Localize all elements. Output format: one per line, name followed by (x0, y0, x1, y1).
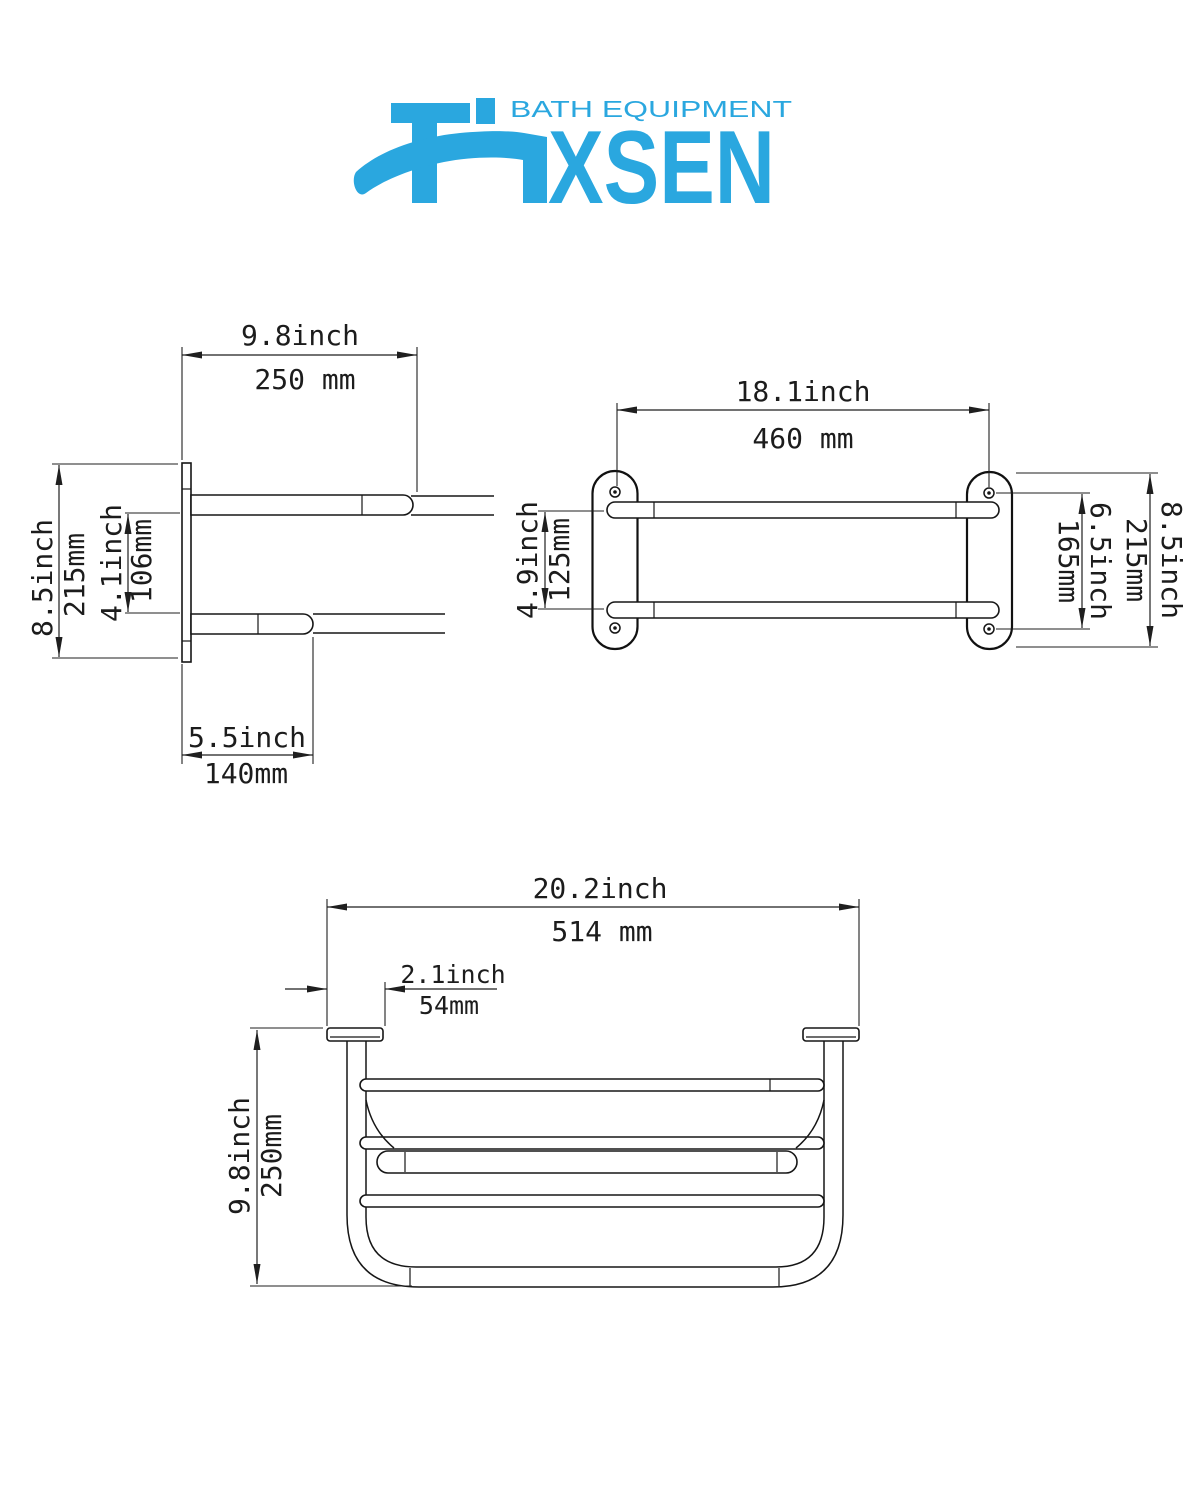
dim-front-bar-gap-inch: 4.9inch (511, 501, 544, 619)
dim-shelf-height-mm: 250mm (255, 1114, 288, 1198)
dim-side-depth-top-mm: 250 mm (254, 363, 355, 396)
dim-shelf-offset-mm: 54mm (419, 991, 479, 1020)
dim-shelf-height-inch: 9.8inch (223, 1097, 256, 1215)
dim-side-arm-gap-inch: 4.1inch (95, 504, 128, 622)
dim-side-depth-top: 9.8inch 250 mm (181, 319, 418, 492)
dim-side-arm-gap: 4.1inch 106mm (95, 504, 180, 622)
dim-shelf-width-mm: 514 mm (551, 915, 652, 948)
dim-shelf-width: 20.2inch 514 mm (326, 872, 860, 1026)
dim-front-height: 8.5inch 215mm (1016, 472, 1188, 648)
dim-front-hole-gap-inch: 6.5inch (1084, 502, 1117, 620)
dim-front-hole-gap-mm: 165mm (1052, 519, 1085, 603)
dim-side-height: 8.5inch 215mm (26, 463, 178, 659)
brand-tagline: BATH EQUIPMENT (510, 96, 792, 122)
side-view-object (181, 462, 494, 663)
dim-shelf-width-inch: 20.2inch (533, 872, 668, 905)
dim-shelf-offset: 2.1inch 54mm (285, 960, 506, 1026)
dim-side-height-mm: 215mm (58, 533, 91, 617)
front-view-drawing: 18.1inch 460 mm 4.9inch 125mm 6.5inch 16… (511, 375, 1188, 651)
dim-shelf-offset-inch: 2.1inch (400, 960, 505, 989)
brand-name-text: XSEN (548, 110, 775, 226)
dim-side-depth-lower-mm: 140mm (204, 757, 288, 790)
dim-front-bar-gap-mm: 125mm (543, 518, 576, 602)
dim-shelf-height: 9.8inch 250mm (223, 1027, 412, 1287)
front-view-object (591, 403, 1014, 651)
dim-front-width-mm: 460 mm (752, 422, 853, 455)
dim-side-arm-gap-mm: 106mm (125, 519, 158, 603)
dim-side-depth-lower-inch: 5.5inch (188, 721, 306, 754)
dim-front-hole-gap: 6.5inch 165mm (996, 492, 1117, 630)
dim-front-bar-gap: 4.9inch 125mm (511, 501, 604, 619)
side-view-drawing: 9.8inch 250 mm 8.5inch 215mm 4.1inch 106… (26, 319, 494, 790)
shelf-view-drawing: 20.2inch 514 mm 2.1inch 54mm 9.8inch 250… (223, 872, 860, 1288)
fixsen-fi-mark-icon (353, 98, 547, 203)
shelf-view-object (326, 1027, 860, 1288)
dim-side-height-inch: 8.5inch (26, 519, 59, 637)
dim-side-depth-lower: 5.5inch 140mm (181, 637, 314, 790)
dim-side-depth-top-inch: 9.8inch (241, 319, 359, 352)
dim-front-height-mm: 215mm (1120, 518, 1153, 602)
dim-front-height-inch: 8.5inch (1155, 501, 1188, 619)
dim-front-width-inch: 18.1inch (736, 375, 871, 408)
brand-logo: BATH EQUIPMENT XSEN (353, 96, 792, 226)
dim-front-width: 18.1inch 460 mm (617, 375, 989, 455)
